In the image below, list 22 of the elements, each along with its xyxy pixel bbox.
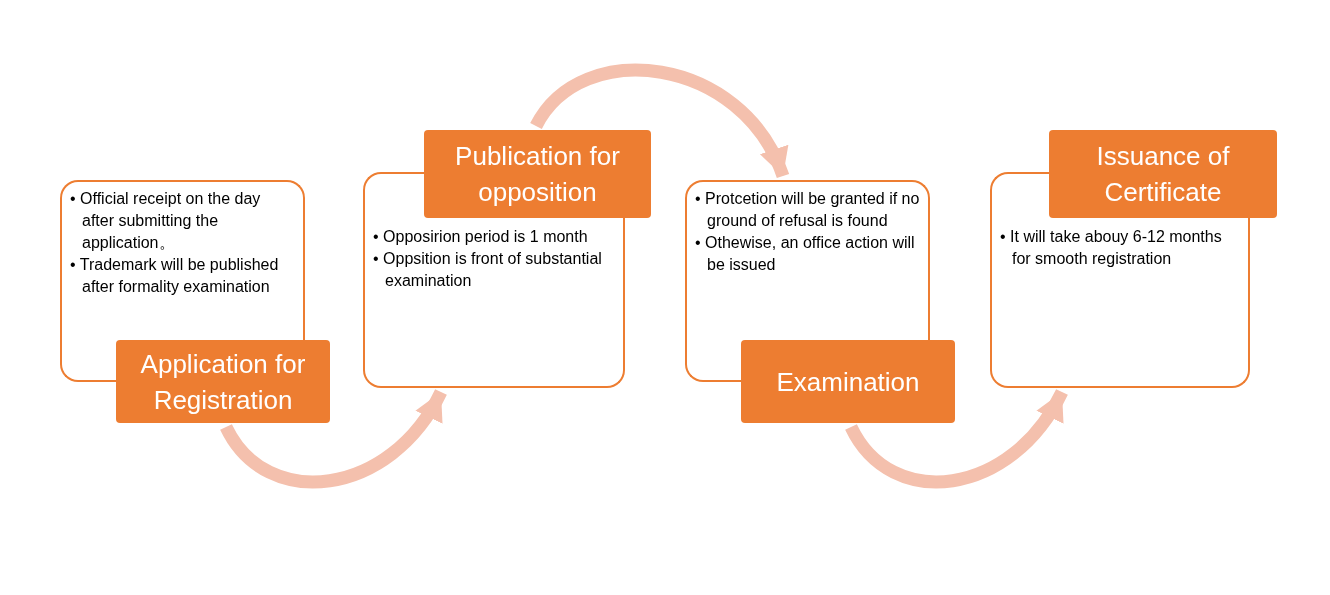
step-title: Examination [776,365,920,399]
step-title-box [1049,130,1277,218]
step-title-box [741,340,955,423]
step-card [60,180,305,340]
step-title: Application for Registration [139,347,307,417]
step-title: Issuance of Certificate [1095,140,1231,209]
step-card [990,218,1250,388]
step-card [363,218,625,388]
step-title-box [424,130,651,218]
bullet-text: • Oppsition is front of substantial examination [373,249,603,291]
curved-arrow [530,63,789,179]
bullet-text: • Protcetion will be granted if no ground of refusal is found [695,189,920,231]
bullet-text: • Opposirion period is 1 month [373,227,589,247]
curved-arrow [220,388,447,489]
curved-arrow [845,388,1068,489]
step-title-box [116,340,330,423]
bullet-text: • Othewise, an office action will be issued [695,233,916,275]
step-card [685,180,930,340]
bullet-text: • Trademark will be published after formality examination [70,255,280,297]
bullet-text: • It will take abouy 6-12 months for smooth registration [1000,227,1223,269]
step-title: Publication for opposition [454,140,621,209]
bullet-text: • Official receipt on the day after submitting the application。 [70,189,262,253]
